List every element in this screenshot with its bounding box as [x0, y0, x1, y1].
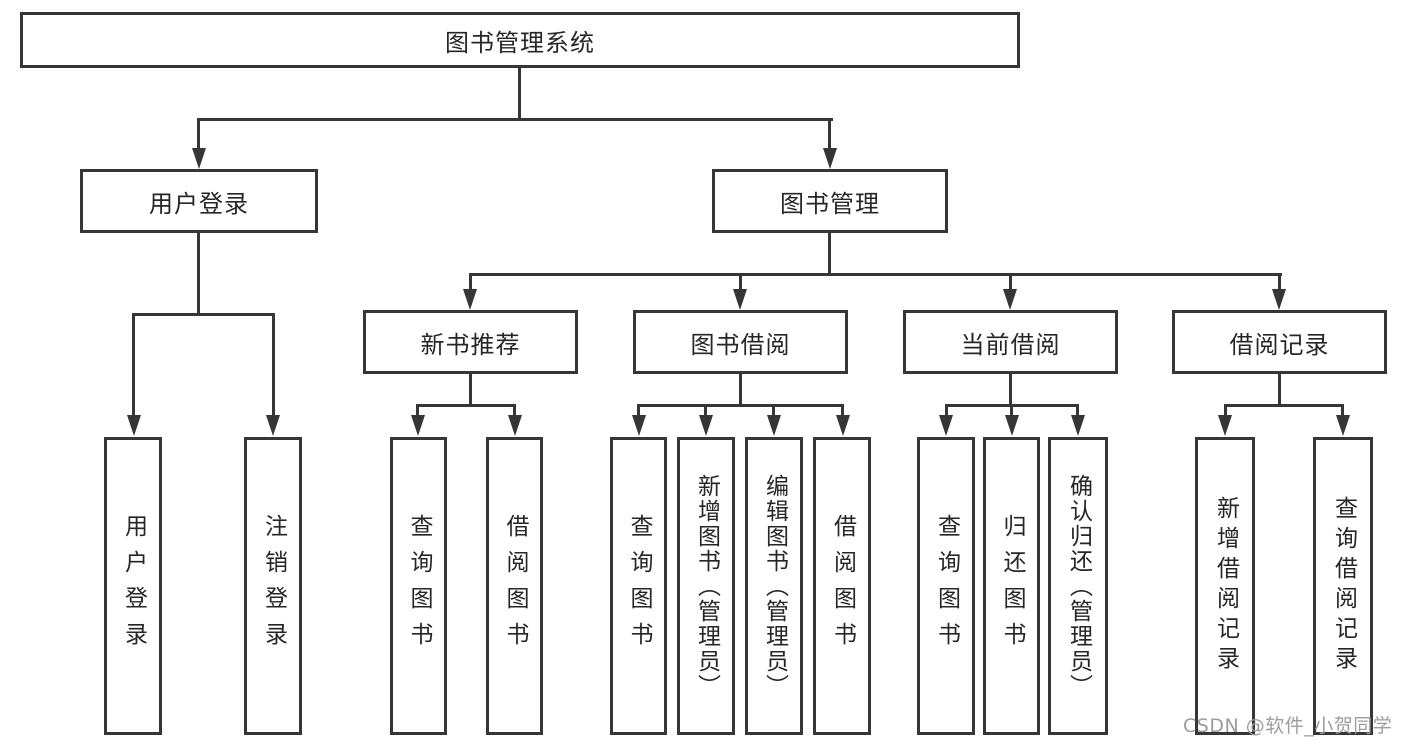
arrow-down-icon: [1272, 289, 1286, 310]
node-borrow-records-label: 借阅记录: [1229, 330, 1330, 359]
arrow-down-icon: [939, 415, 953, 436]
node-label: 确认归还（管理员）: [1065, 473, 1092, 699]
node-new-books-label: 新书推荐: [420, 330, 521, 359]
node-current-borrow: 当前借阅: [903, 310, 1118, 374]
connector-user-login-down: [197, 233, 200, 313]
connector-stem: [945, 404, 948, 417]
connector-new-books-split: [416, 404, 516, 407]
node-add-borrow-record: 新增借阅记录: [1195, 437, 1255, 735]
node-borrow-books-2: 借阅图书: [813, 437, 871, 735]
node-label: 归还图书: [999, 514, 1025, 658]
connector-stem: [1010, 404, 1013, 417]
node-root-label: 图书管理系统: [445, 28, 595, 57]
connector-book-mgmt-split: [469, 273, 1282, 276]
csdn-watermark: CSDN @软件_小贺同学: [1183, 715, 1393, 737]
connector-user-login-split: [132, 313, 275, 316]
node-label: 查询图书: [626, 514, 652, 658]
connector-stem: [513, 404, 516, 417]
node-book-mgmt-label: 图书管理: [780, 189, 880, 218]
connector-stem: [637, 404, 640, 417]
node-user-login-action: 用户登录: [104, 437, 162, 735]
arrow-down-icon: [463, 289, 477, 310]
arrow-down-icon: [411, 415, 425, 436]
connector-stem: [1278, 273, 1281, 291]
node-borrowing-label: 图书借阅: [690, 330, 791, 359]
node-label: 新增借阅记录: [1212, 496, 1239, 676]
arrow-down-icon: [1218, 415, 1232, 436]
arrow-down-icon: [767, 415, 781, 436]
connector-stem: [416, 404, 419, 417]
node-label: 借阅图书: [829, 514, 856, 658]
arrow-down-icon: [836, 415, 850, 436]
node-add-books-admin: 新增图书（管理员）: [677, 437, 735, 735]
node-book-mgmt: 图书管理: [712, 169, 948, 233]
node-edit-books-admin: 编辑图书（管理员）: [745, 437, 803, 735]
node-label: 查询图书: [406, 514, 432, 658]
arrow-down-icon: [1071, 415, 1085, 436]
connector-user-login-stem: [197, 118, 200, 150]
node-confirm-return-admin: 确认归还（管理员）: [1048, 437, 1108, 735]
connector-new-books-down: [469, 374, 472, 404]
node-logout: 注销登录: [244, 437, 302, 735]
node-label: 新增图书（管理员）: [693, 473, 720, 699]
node-return-books: 归还图书: [983, 437, 1040, 735]
connector-records-split: [1224, 404, 1344, 407]
node-new-books: 新书推荐: [363, 310, 578, 374]
node-query-borrow-record: 查询借阅记录: [1313, 437, 1373, 735]
connector-stem: [132, 313, 135, 416]
node-label: 注销登录: [260, 514, 287, 658]
node-user-login: 用户登录: [80, 169, 318, 233]
arrow-down-icon: [1336, 415, 1350, 436]
arrow-down-icon: [266, 415, 280, 436]
arrow-down-icon: [733, 289, 747, 310]
connector-borrowing-down: [739, 374, 742, 404]
connector-root-stem: [518, 68, 521, 118]
connector-stem: [841, 404, 844, 417]
node-label: 查询图书: [933, 514, 960, 658]
connector-stem: [1076, 404, 1079, 417]
connector-current-down: [1009, 374, 1012, 404]
arrow-down-icon: [1005, 415, 1019, 436]
arrow-down-icon: [1003, 289, 1017, 310]
node-user-login-label: 用户登录: [149, 189, 249, 218]
arrow-down-icon: [632, 415, 646, 436]
connector-stem: [272, 313, 275, 416]
node-label: 编辑图书（管理员）: [761, 473, 788, 699]
node-borrow-records: 借阅记录: [1172, 310, 1387, 374]
arrow-down-icon: [699, 415, 713, 436]
node-root-system: 图书管理系统: [20, 12, 1020, 68]
node-borrow-books-1: 借阅图书: [486, 437, 543, 735]
node-label: 用户登录: [120, 514, 147, 658]
node-label: 借阅图书: [502, 514, 528, 658]
arrow-down-icon: [823, 148, 837, 169]
connector-root-split: [197, 118, 833, 121]
connector-stem: [1341, 404, 1344, 417]
connector-stem: [772, 404, 775, 417]
connector-records-down: [1278, 374, 1281, 404]
connector-stem: [469, 273, 472, 291]
connector-book-mgmt-down: [828, 233, 831, 273]
connector-stem: [1224, 404, 1227, 417]
connector-borrowing-split: [637, 404, 844, 407]
node-current-borrow-label: 当前借阅: [960, 330, 1061, 359]
arrow-down-icon: [127, 415, 141, 436]
arrow-down-icon: [192, 148, 206, 169]
connector-stem: [704, 404, 707, 417]
node-query-books-2: 查询图书: [610, 437, 667, 735]
connector-stem: [739, 273, 742, 291]
node-borrowing: 图书借阅: [633, 310, 848, 374]
arrow-down-icon: [508, 415, 522, 436]
node-label: 查询借阅记录: [1330, 496, 1357, 676]
node-query-books-1: 查询图书: [390, 437, 447, 735]
connector-stem: [1009, 273, 1012, 291]
node-query-books-3: 查询图书: [917, 437, 975, 735]
connector-book-mgmt-stem: [828, 118, 831, 150]
